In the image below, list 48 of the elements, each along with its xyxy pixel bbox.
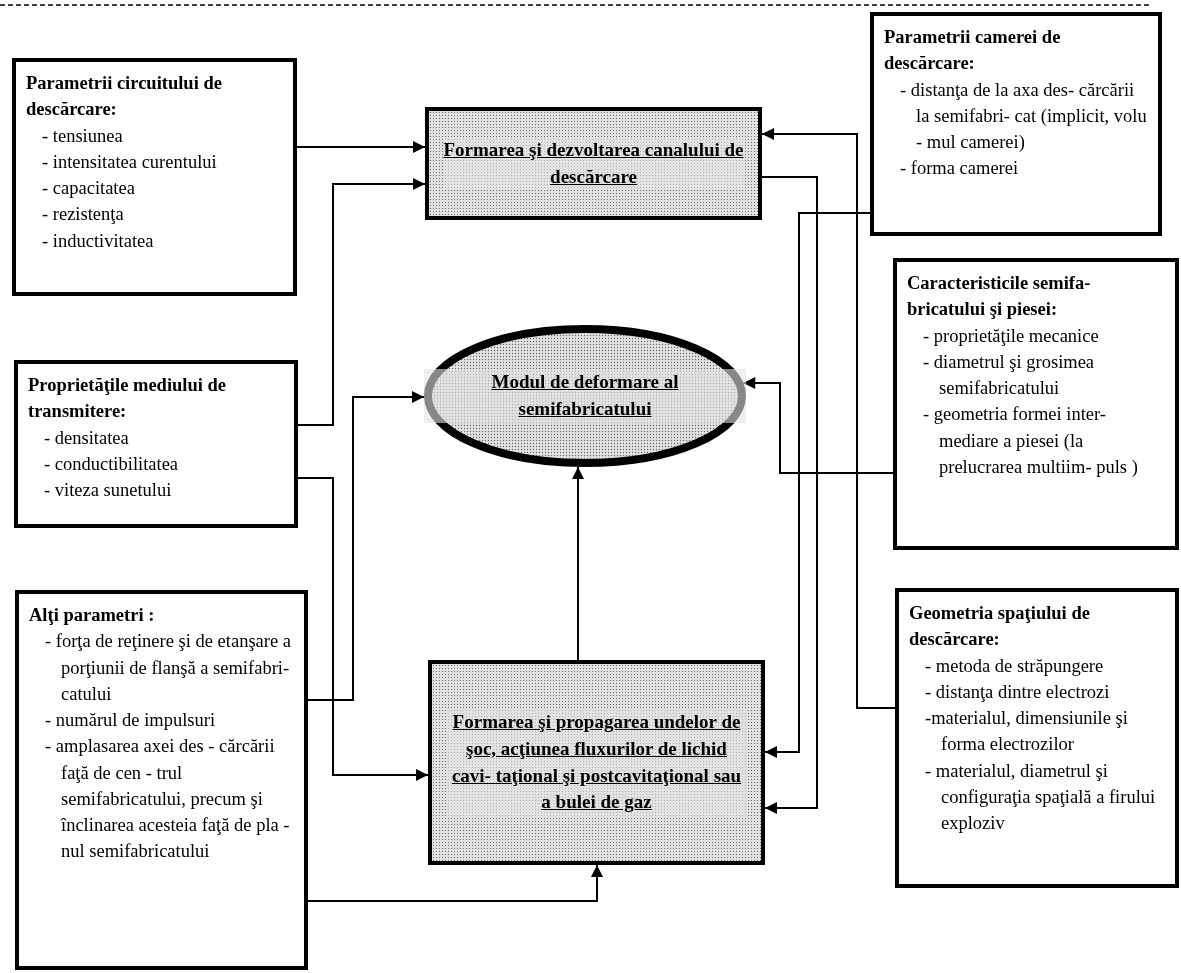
arrow — [296, 141, 426, 153]
arrow — [761, 176, 818, 814]
arrow — [307, 391, 425, 701]
arrow — [297, 477, 429, 781]
parameter-box — [893, 258, 1179, 550]
arrow — [307, 864, 603, 902]
box-heading: Caracteristicile semifa- bricatului şi piesei: — [907, 272, 1092, 322]
list-item: - viteza sunetului — [43, 479, 173, 503]
box-heading: Alţi parametri : — [29, 604, 156, 627]
node-label: Formarea şi dezvoltarea canalului de descărcare — [443, 136, 744, 191]
process-box — [428, 660, 765, 865]
list-item: - geometria formei inter- mediare a piesei (la prelucrarea multiim- puls ) — [922, 403, 1139, 479]
list-item: - capacitatea — [41, 177, 136, 201]
arrow — [764, 212, 871, 758]
list-item: - forţa de reţinere şi de etanşare a porţiunii de flanşă a semifabri- catului — [44, 630, 292, 706]
list-item: -materialul, dimensiunile şi forma electrozilor — [924, 707, 1129, 757]
parameter-box — [14, 360, 298, 528]
list-item: - metoda de străpungere — [924, 654, 1105, 678]
list-item: - rezistenţa — [41, 203, 125, 227]
arrow — [761, 128, 896, 709]
parameter-box — [15, 590, 308, 970]
box-heading: Proprietăţile mediului de transmitere: — [28, 374, 227, 424]
list-item: - intensitatea curentului — [41, 150, 218, 174]
list-item: - amplasarea axei des - cărcării faţă de cen - trul semifabricatului, precum şi înclinarea acesteia faţă de pla - nul semifabricatului — [44, 735, 291, 864]
arrow — [297, 178, 426, 426]
box-heading: Geometria spaţiului de descărcare: — [909, 602, 1091, 652]
arrow — [742, 377, 894, 474]
list-item: - densitatea — [43, 426, 130, 450]
list-item: - distanţa de la axa des- cărcării la semifabri- cat (implicit, volu - mul camerei) — [899, 78, 1148, 155]
parameter-box — [895, 588, 1179, 888]
arrow — [572, 465, 584, 661]
box-heading: Parametrii camerei de descărcare: — [884, 26, 1062, 76]
list-item: - inductivitatea — [41, 229, 155, 253]
list-item: - distanţa dintre electrozi — [924, 680, 1111, 704]
list-item: - diametrul şi grosimea semifabricatului — [922, 350, 1096, 401]
list-item: - materialul, diametrul şi configuraţia spaţială a firului exploziv — [924, 759, 1157, 836]
node-label: Formarea şi propagarea undelor de şoc, acţiunea fluxurilor de lichid cavi- taţional şi postcavitaţional sau a bulei de gaz — [446, 709, 747, 816]
list-item: - conductibilitatea — [43, 452, 180, 476]
result-ellipse — [424, 325, 746, 467]
list-item: - numărul de impulsuri — [44, 709, 217, 733]
list-item: - tensiunea — [41, 124, 124, 148]
list-item: - forma camerei — [899, 157, 1020, 181]
process-box — [425, 107, 762, 220]
node-label: Modul de deformare al semifabricatului — [424, 369, 746, 423]
box-heading: Parametrii circuitului de descărcare: — [26, 72, 223, 122]
parameter-box — [12, 58, 297, 296]
list-item: - proprietăţile mecanice — [922, 324, 1100, 348]
parameter-box — [870, 12, 1162, 236]
